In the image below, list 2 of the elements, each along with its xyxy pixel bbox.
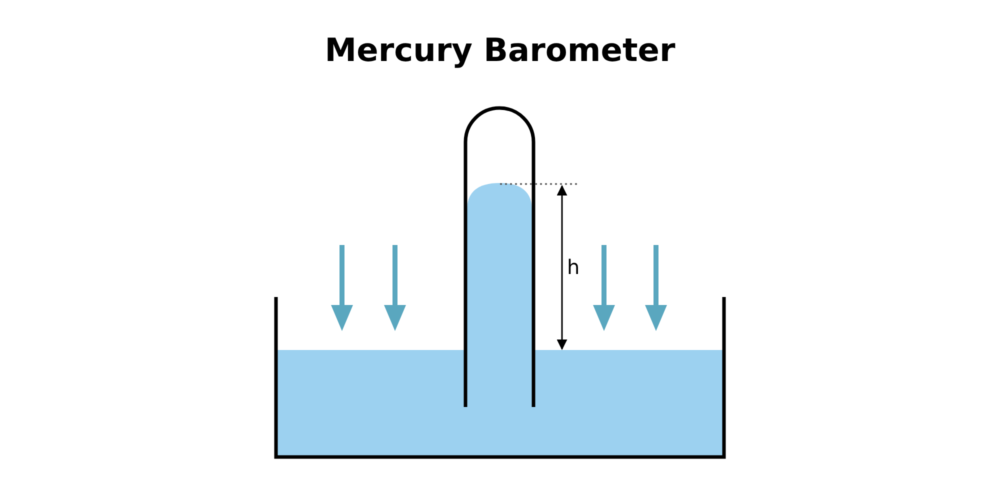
title: Mercury Barometer bbox=[324, 30, 676, 70]
dimension-label: h bbox=[567, 255, 580, 279]
